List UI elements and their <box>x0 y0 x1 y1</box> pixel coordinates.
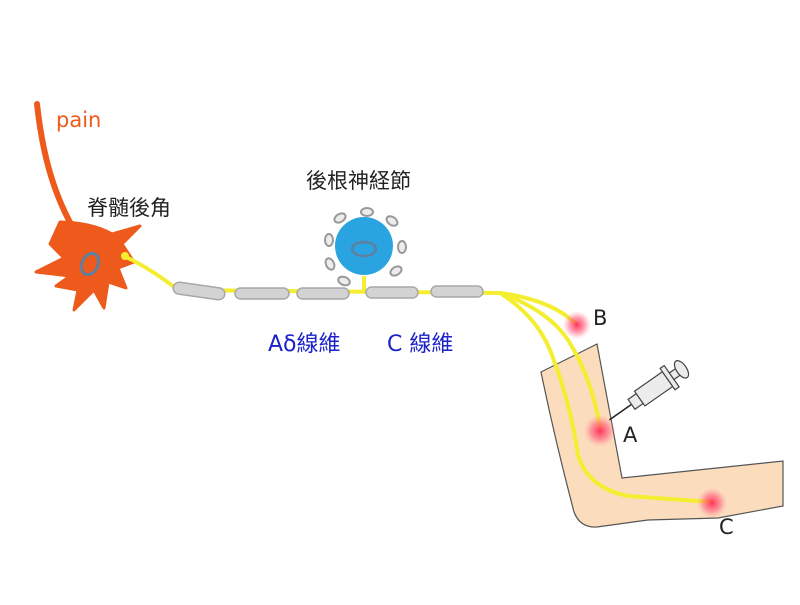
point-b-label: B <box>593 306 608 330</box>
a-delta-fiber-label: Aδ線維 <box>268 332 341 357</box>
syringe-icon <box>608 360 690 421</box>
stimulus-glow-a <box>584 415 616 447</box>
pain-label: pain <box>56 108 102 132</box>
stimulus-glow-b <box>563 311 591 339</box>
dorsal-root-ganglion <box>324 207 407 287</box>
stimulus-glow-c <box>697 488 727 518</box>
nerve-terminal <box>121 252 129 260</box>
point-c-label: C <box>719 515 734 539</box>
point-a-label: A <box>623 423 638 447</box>
myelin-sheaths <box>172 281 484 301</box>
dorsal-horn-label: 脊髄後角 <box>87 196 171 220</box>
neuron-nucleus <box>79 251 101 277</box>
dorsal-root-ganglion-label: 後根神経節 <box>306 169 411 193</box>
arm-shape <box>540 343 784 528</box>
c-fiber-label: C 線維 <box>387 332 454 357</box>
